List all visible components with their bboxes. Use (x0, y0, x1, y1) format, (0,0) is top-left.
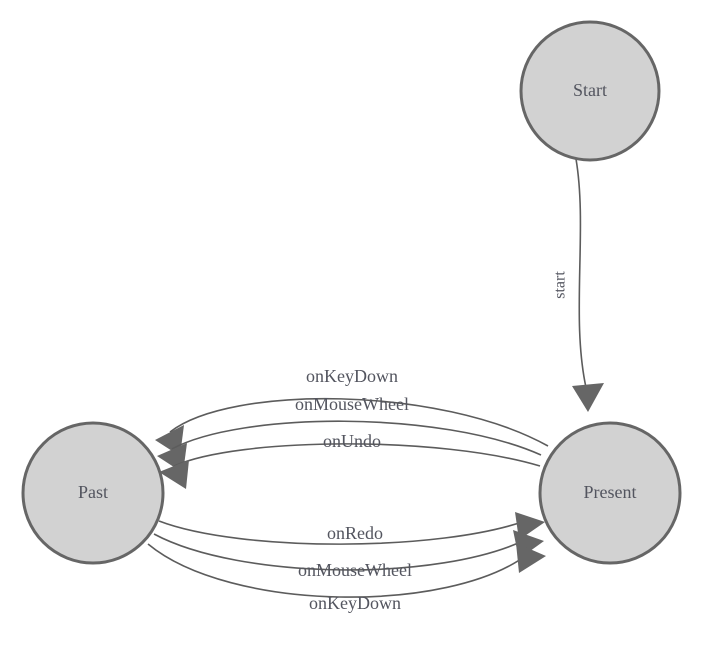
node-start-label: Start (573, 80, 607, 100)
edge-path-past-present-1 (158, 519, 529, 545)
edge-past-to-present-onredo[interactable]: onRedo (158, 512, 545, 545)
node-past[interactable]: Past (21, 421, 165, 565)
arrowhead-past-present-3 (516, 543, 546, 573)
node-present[interactable]: Present (538, 421, 682, 565)
arrowhead-past-present-1 (515, 512, 545, 540)
edge-label-present-past-3: onUndo (323, 431, 381, 451)
node-start[interactable]: Start (519, 20, 661, 162)
arrowhead-start-present (572, 383, 604, 412)
edge-start-to-present[interactable]: start (552, 158, 604, 412)
edge-present-to-past-onundo[interactable]: onUndo (159, 431, 541, 489)
node-start-circle (519, 20, 661, 162)
edge-label-start: start (552, 271, 569, 299)
node-present-label: Present (584, 482, 637, 502)
edge-label-present-past-1: onKeyDown (306, 366, 398, 386)
node-past-circle (21, 421, 165, 565)
edge-label-past-present-3: onKeyDown (309, 593, 401, 613)
node-past-label: Past (78, 482, 108, 502)
edge-label-past-present-1: onRedo (327, 523, 383, 543)
edge-path-present-past-2 (171, 420, 542, 456)
edge-past-to-present-onkeydown[interactable]: onKeyDown (147, 543, 546, 613)
edge-path-start-present (575, 158, 588, 393)
edge-path-past-present-3 (147, 543, 529, 598)
edge-path-past-present-2 (153, 533, 528, 571)
edge-path-present-past-1 (169, 397, 549, 447)
edge-path-present-past-3 (173, 443, 541, 467)
arrowhead-present-past-3 (159, 460, 189, 489)
edge-label-present-past-2: onMouseWheel (295, 394, 409, 414)
edge-label-past-present-2: onMouseWheel (298, 560, 412, 580)
node-present-circle (538, 421, 682, 565)
